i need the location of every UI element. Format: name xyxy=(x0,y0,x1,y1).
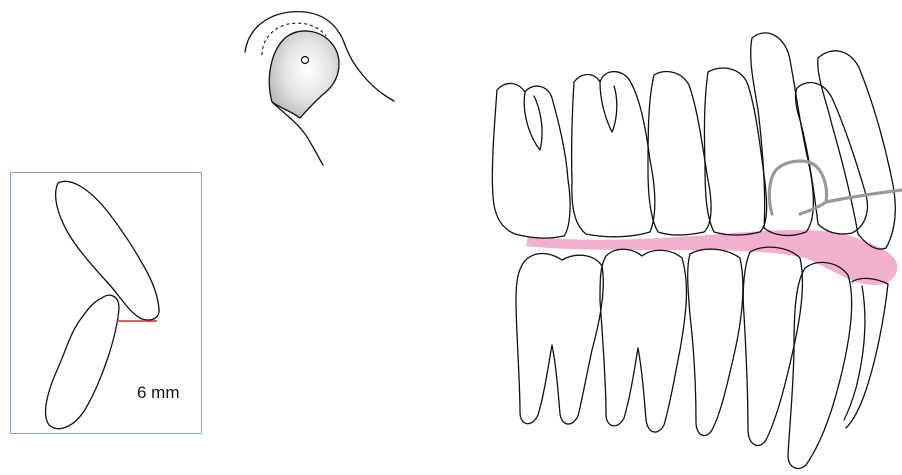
condyle-head xyxy=(269,31,339,118)
condyle-center-point xyxy=(302,57,309,64)
upper-incisor-outline xyxy=(56,181,159,320)
upper-tooth-2 xyxy=(572,72,655,237)
upper-tooth-1 xyxy=(492,83,570,238)
lower-tooth-3 xyxy=(688,249,743,435)
orthodontic-wire xyxy=(769,161,902,214)
lower-tooth-2 xyxy=(600,249,686,432)
upper-central-incisor xyxy=(818,51,896,249)
condyle-diagram xyxy=(245,12,394,165)
overjet-measurement-label: 6 mm xyxy=(137,383,180,403)
upper-tooth-3 xyxy=(648,72,711,235)
occlusal-pink-band xyxy=(526,230,897,285)
lower-canine xyxy=(788,262,852,468)
upper-tooth-4 xyxy=(704,68,766,235)
upper-tooth-1-root-split xyxy=(524,92,542,150)
upper-tooth-2-root-split xyxy=(600,82,617,132)
lower-tooth-1 xyxy=(516,254,603,425)
dental-arch-lateral-view xyxy=(492,33,897,468)
lower-incisor-outline xyxy=(46,295,119,428)
